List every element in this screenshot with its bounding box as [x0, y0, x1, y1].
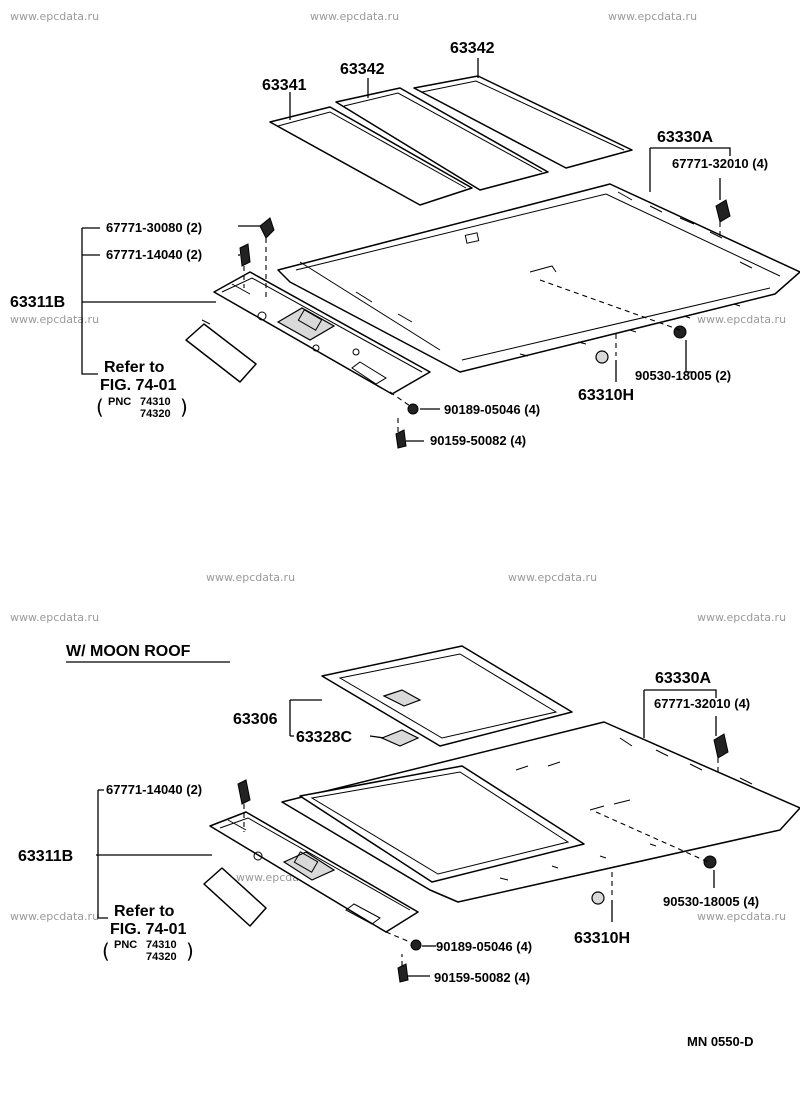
- roof-panel-63341: [269, 106, 473, 206]
- label-refer-to: Refer to: [104, 359, 165, 376]
- paren-open-moonroof: (: [102, 939, 110, 963]
- moonroof-opening: [299, 765, 585, 883]
- bottom-diagram: W/ MOON ROOF: [18, 643, 800, 985]
- label-63310h: 63310H: [578, 387, 634, 404]
- roof-panel-63342-right: [413, 75, 633, 169]
- label-fig: FIG. 74-01: [100, 377, 177, 394]
- cover-63310h-moonroof: [591, 891, 605, 905]
- screw-90189: [407, 403, 419, 415]
- label-pnc-74310: 74310: [140, 396, 171, 408]
- watermark: www.epcdata.ru: [10, 611, 99, 624]
- watermark: www.epcdata.ru: [206, 571, 295, 584]
- sunroof-cover-63328c: [380, 729, 420, 747]
- label-67771-30080: 67771-30080 (2): [106, 220, 202, 235]
- label-pnc-74320: 74320: [140, 408, 171, 420]
- clip-67771-14040: [239, 243, 251, 267]
- label-63310h-moonroof: 63310H: [574, 930, 630, 947]
- label-90530-18005: 90530-18005 (2): [635, 368, 731, 383]
- top-diagram: 63341 63342 63342 63330A 67771-32010 (4)…: [10, 40, 800, 449]
- roof-panel-63342-mid: [335, 87, 549, 191]
- label-63311b: 63311B: [10, 294, 65, 311]
- watermark: www.epcdata.ru: [697, 611, 786, 624]
- label-63330a: 63330A: [657, 129, 713, 146]
- watermark: www.epcdata.ru: [10, 910, 99, 923]
- watermark: www.epcdata.ru: [10, 10, 99, 23]
- cover-63310h: [595, 350, 609, 364]
- label-63341: 63341: [262, 77, 307, 94]
- label-pnc-74310-moonroof: 74310: [146, 939, 177, 951]
- label-67771-14040: 67771-14040 (2): [106, 247, 202, 262]
- watermark: www.epcdata.ru: [10, 313, 99, 326]
- label-90189-05046-moonroof: 90189-05046 (4): [436, 939, 532, 954]
- watermark: www.epcdata.ru: [697, 910, 786, 923]
- label-63342-mid: 63342: [340, 61, 385, 78]
- watermark: www.epcdata.ru: [608, 10, 697, 23]
- label-pnc-moonroof: PNC: [114, 939, 137, 951]
- label-67771-32010-moonroof: 67771-32010 (4): [654, 696, 750, 711]
- label-67771-14040-moonroof: 67771-14040 (2): [106, 782, 202, 797]
- screw-90189-moonroof: [410, 939, 422, 951]
- watermark: www.epcdata.ru: [508, 571, 597, 584]
- label-63328c: 63328C: [296, 729, 352, 746]
- label-63306: 63306: [233, 711, 278, 728]
- screw-90159-moonroof: [397, 963, 409, 983]
- label-67771-32010: 67771-32010 (4): [672, 156, 768, 171]
- label-90189-05046: 90189-05046 (4): [444, 402, 540, 417]
- paren-close: ): [180, 395, 188, 419]
- label-63342-right: 63342: [450, 40, 495, 57]
- clip-67771-14040-moonroof: [237, 779, 251, 805]
- paren-open: (: [96, 395, 104, 419]
- sun-visor: [185, 323, 257, 383]
- label-pnc: PNC: [108, 396, 131, 408]
- clip-67771-32010: [715, 199, 731, 223]
- headlining-63330a: [277, 183, 800, 373]
- sunroof-panel-63306: [321, 645, 573, 747]
- label-63311b-moonroof: 63311B: [18, 848, 73, 865]
- clip-67771-32010-moonroof: [713, 733, 729, 759]
- label-90159-50082: 90159-50082 (4): [430, 433, 526, 448]
- label-refer-to-moonroof: Refer to: [114, 903, 175, 920]
- label-63330a-moonroof: 63330A: [655, 670, 711, 687]
- watermark: www.epcdata.ru: [310, 10, 399, 23]
- clip-67771-30080: [259, 217, 275, 239]
- retainer-90530: [673, 325, 687, 339]
- label-fig-moonroof: FIG. 74-01: [110, 921, 187, 938]
- footer-code: MN 0550-D: [687, 1034, 753, 1049]
- label-90159-50082-moonroof: 90159-50082 (4): [434, 970, 530, 985]
- paren-close-moonroof: ): [186, 939, 194, 963]
- label-pnc-74320-moonroof: 74320: [146, 951, 177, 963]
- retainer-90530-moonroof: [703, 855, 717, 869]
- section-title-moon-roof: W/ MOON ROOF: [66, 643, 191, 660]
- label-90530-18005-moonroof: 90530-18005 (4): [663, 894, 759, 909]
- screw-90159: [395, 429, 407, 449]
- sun-visor-moonroof: [203, 867, 267, 927]
- watermark: www.epcdata.ru: [697, 313, 786, 326]
